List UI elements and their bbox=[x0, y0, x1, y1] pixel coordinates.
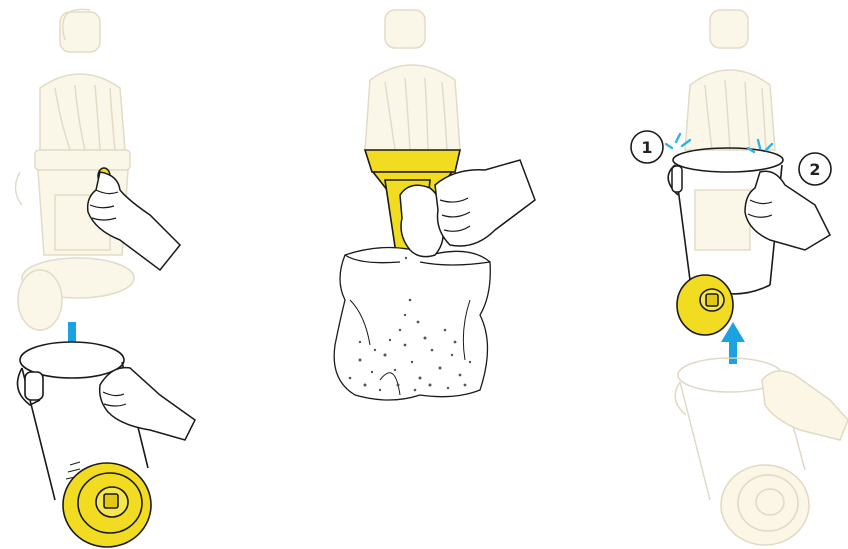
step-label-1: 1 bbox=[641, 138, 652, 157]
ghost-vacuum-body bbox=[365, 10, 460, 150]
ghost-detached-bin bbox=[675, 358, 848, 545]
panel-remove-bin bbox=[15, 9, 195, 547]
bin-base-yellow bbox=[677, 275, 733, 335]
panel-empty-bin bbox=[334, 10, 535, 400]
hand-holding-bin bbox=[100, 368, 195, 440]
bin-base-yellow bbox=[63, 463, 151, 547]
step-label-2: 2 bbox=[809, 160, 820, 179]
panel-refit-bin: 1 2 bbox=[631, 10, 848, 545]
bin-latch bbox=[672, 166, 682, 192]
ghost-vacuum-body bbox=[15, 9, 134, 330]
plastic-bag bbox=[334, 248, 490, 401]
step-badge-1: 1 bbox=[631, 131, 663, 163]
step-badge-2: 2 bbox=[799, 153, 831, 185]
